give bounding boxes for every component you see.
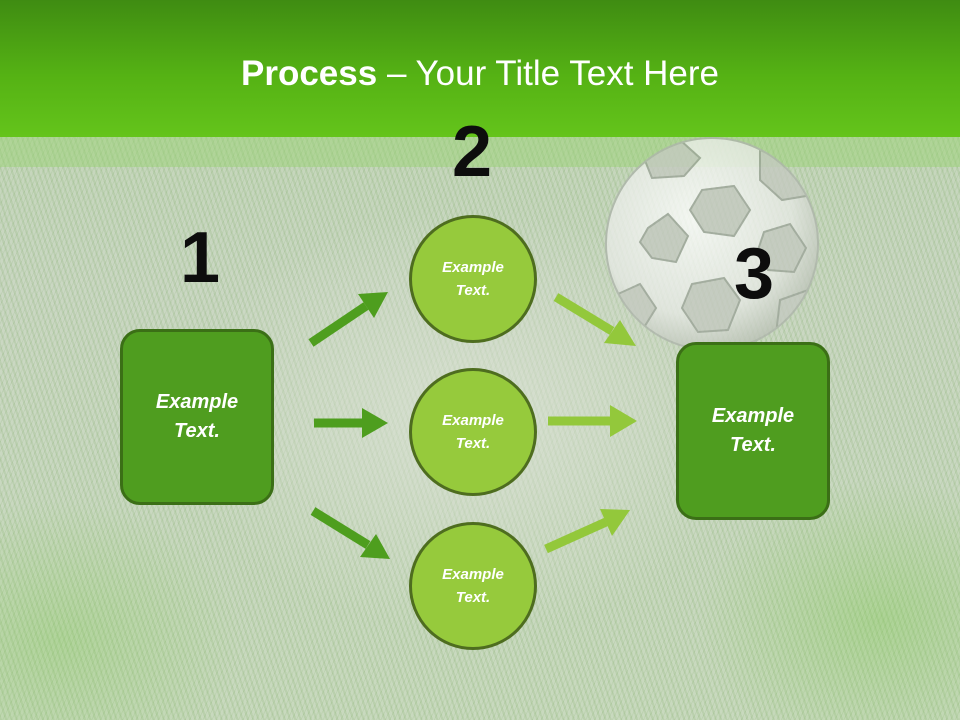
arrow-top-to-right — [553, 293, 636, 346]
arrow-middle-to-right — [548, 405, 637, 437]
circle-top: Example Text. — [409, 215, 537, 343]
circle-bottom: Example Text. — [409, 522, 537, 650]
arrow-bottom-to-right — [544, 509, 630, 554]
step-number-1: 1 — [179, 218, 221, 298]
slide-title-bold: Process — [241, 54, 378, 93]
title-bar — [0, 0, 960, 137]
left-box: Example Text. — [120, 329, 274, 505]
arrow-left-to-bottom — [310, 507, 390, 559]
title-band — [0, 137, 960, 167]
arrow-left-to-middle — [314, 408, 388, 438]
slide-title: Process – Your Title Text Here — [0, 52, 960, 96]
arrow-left-to-top — [308, 292, 388, 347]
right-box: Example Text. — [676, 342, 830, 520]
step-number-3: 3 — [733, 234, 775, 314]
step-number-2: 2 — [451, 112, 493, 192]
circle-middle: Example Text. — [409, 368, 537, 496]
slide-title-rest: – Your Title Text Here — [377, 54, 719, 93]
